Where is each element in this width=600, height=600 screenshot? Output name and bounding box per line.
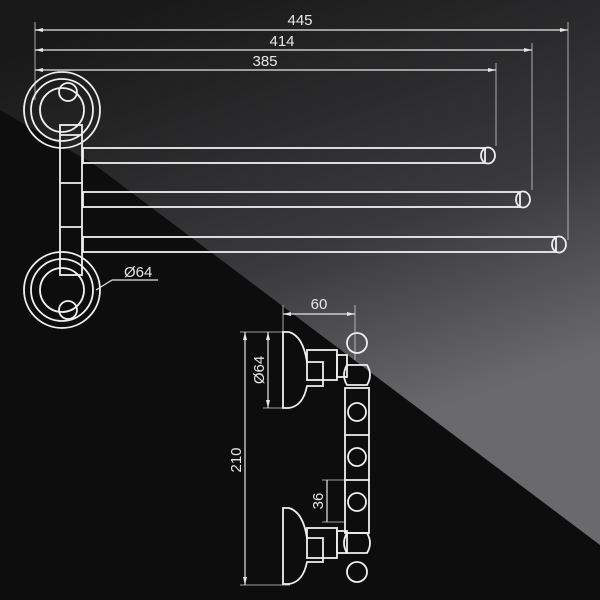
dimension-mount-height: 210: [228, 447, 245, 472]
dimension-segment: 36: [310, 493, 327, 510]
leader-line: [95, 279, 113, 291]
side-view: [240, 305, 371, 586]
towel-bar-long: [82, 235, 567, 254]
swivel-post: [59, 124, 83, 276]
dimension-front-diameter: Ø64: [124, 264, 152, 281]
towel-bar-short: [82, 146, 496, 165]
towel-bar-middle: [82, 190, 531, 209]
background-gloss: [0, 0, 600, 545]
dimension-414: 414: [269, 33, 294, 50]
dimension-side-projection: 60: [311, 296, 328, 313]
dimension-445: 445: [287, 12, 312, 29]
wall-rose-bottom: [23, 251, 101, 329]
wall-rose-top: [23, 71, 101, 149]
dimension-lines-front: [34, 22, 569, 240]
dimension-side-diameter: Ø64: [251, 356, 268, 384]
dimension-385: 385: [252, 53, 277, 70]
